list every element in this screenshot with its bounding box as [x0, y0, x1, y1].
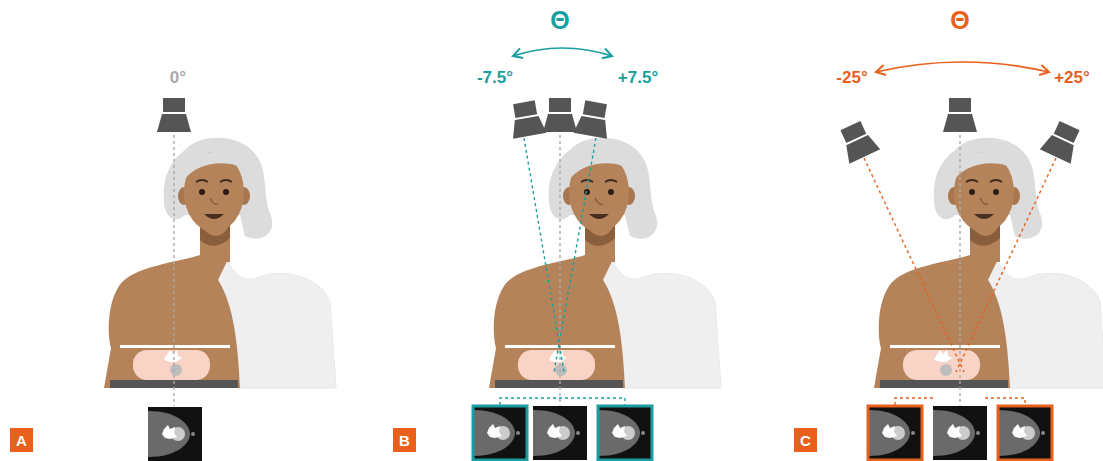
- angle-value: -25°: [836, 68, 867, 88]
- angle-symbol: Θ: [950, 6, 969, 35]
- angle-value: -7.5°: [477, 68, 513, 88]
- panel-letter-box: A: [10, 428, 33, 452]
- panel-letter-box: C: [794, 428, 817, 452]
- angle-arrow: [876, 62, 1049, 72]
- angle-value: +7.5°: [618, 68, 658, 88]
- angle-value: +25°: [1054, 68, 1090, 88]
- angle-symbol: Θ: [550, 6, 569, 35]
- panel-letter: B: [399, 432, 410, 449]
- xray-tube: [157, 98, 1085, 164]
- patient-figure: [489, 138, 721, 388]
- projection-bracket: [500, 398, 1025, 405]
- angle-arrow: [513, 48, 612, 56]
- projection-image: [148, 406, 1052, 461]
- panel-letter-box: B: [393, 428, 416, 452]
- panel-letter: C: [800, 432, 811, 449]
- panel-letter: A: [16, 432, 27, 449]
- angle-value: 0°: [170, 68, 186, 88]
- patient-figure: [104, 138, 336, 388]
- beam-line: [174, 135, 1056, 406]
- patient-figure: [874, 138, 1103, 388]
